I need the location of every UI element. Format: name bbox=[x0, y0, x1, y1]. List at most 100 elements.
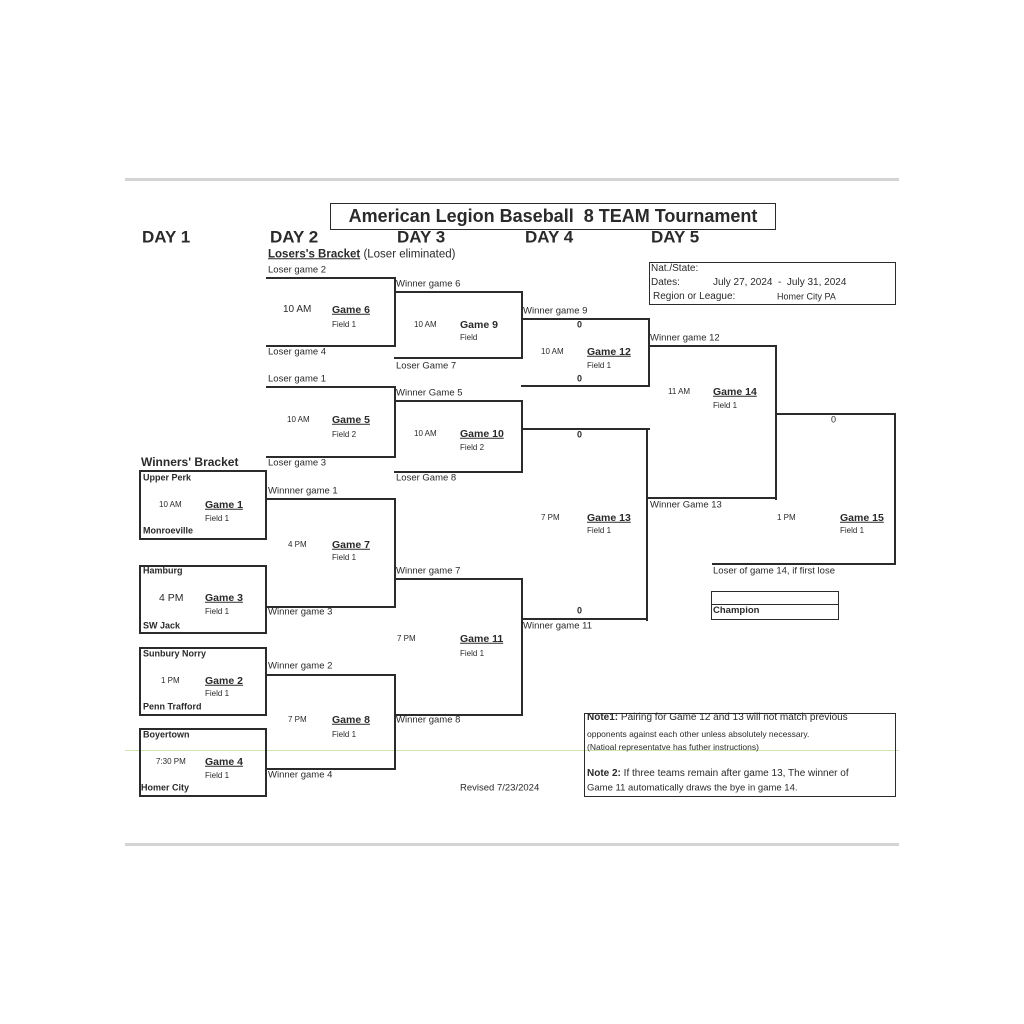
game-3-field: Field 1 bbox=[205, 607, 230, 616]
game-8-time: 7 PM bbox=[288, 715, 307, 724]
game-13-label: Game 13 bbox=[587, 511, 631, 524]
game-14-bottom-line bbox=[648, 497, 777, 499]
team-sunbury-norry: Sunbury Norry bbox=[143, 648, 207, 659]
game-8-bottom-line bbox=[266, 768, 396, 770]
game-2-time: 1 PM bbox=[161, 676, 180, 685]
losers-bracket-title: Losers's Bracket bbox=[268, 248, 361, 261]
page-bottom-edge bbox=[125, 843, 899, 846]
losers-bracket-subtitle: (Loser eliminated) bbox=[363, 248, 456, 261]
game-2-label: Game 2 bbox=[205, 674, 243, 687]
day-1: DAY 1 bbox=[142, 227, 191, 247]
game-7-time: 4 PM bbox=[288, 540, 307, 549]
page-title: American Legion Baseball 8 TEAM Tourname… bbox=[348, 206, 758, 226]
game-1-time: 10 AM bbox=[159, 500, 182, 509]
game-1-label: Game 1 bbox=[205, 498, 243, 511]
game-11-label: Game 11 bbox=[460, 632, 504, 645]
note-2-line-1: Note 2: If three teams remain after game… bbox=[587, 769, 849, 779]
note-2-line-2: Game 11 automatically draws the bye in g… bbox=[587, 782, 798, 794]
notes-box bbox=[584, 713, 896, 797]
game-10-top-slot: Winner Game 5 bbox=[396, 387, 463, 399]
dates-value: July 27, 2024 - July 31, 2024 bbox=[713, 277, 847, 288]
losers-bracket-heading: Losers's Bracket (Loser eliminated) bbox=[268, 249, 455, 261]
game-4-label: Game 4 bbox=[205, 755, 243, 768]
game-6-bottom-line bbox=[266, 345, 396, 347]
game-15-field: Field 1 bbox=[840, 526, 865, 535]
team-sw-jack: SW Jack bbox=[143, 620, 181, 631]
game-11-bottom-slot: Winner game 8 bbox=[396, 714, 461, 726]
game-9-top-slot: Winner game 6 bbox=[396, 278, 461, 290]
champion-label: Champion bbox=[713, 605, 760, 616]
game-7-bottom-slot: Winner game 3 bbox=[268, 606, 333, 618]
game-8-right-line bbox=[394, 674, 396, 770]
game-15-bottom-slot: Loser of game 14, if first lose bbox=[713, 565, 835, 577]
day-3: DAY 3 bbox=[397, 227, 446, 247]
game-13-bottom-line bbox=[521, 618, 648, 620]
game-11-top-line bbox=[394, 578, 523, 580]
game-6-label: Game 6 bbox=[332, 303, 370, 316]
region-value: Homer City PA bbox=[777, 291, 836, 302]
game-8-top-slot: Winner game 2 bbox=[268, 660, 333, 672]
game-13-field: Field 1 bbox=[587, 526, 612, 535]
game-10-field: Field 2 bbox=[460, 443, 485, 452]
game-14-top-slot: Winner game 12 bbox=[650, 332, 720, 344]
nat-state-label: Nat./State: bbox=[651, 263, 699, 274]
day-5: DAY 5 bbox=[651, 227, 700, 247]
game-10-top-line bbox=[394, 400, 523, 402]
game-5-top-line bbox=[266, 386, 396, 388]
game-11-right-line bbox=[521, 578, 523, 716]
page-top-edge bbox=[125, 178, 899, 181]
game-14-bottom-slot: Winner Game 13 bbox=[650, 499, 722, 511]
game-5-right-line bbox=[394, 386, 396, 458]
game-13-right-line bbox=[646, 428, 648, 621]
game-14-time: 11 AM bbox=[668, 387, 691, 396]
game-12-right-line bbox=[648, 318, 650, 387]
revised-date: Revised 7/23/2024 bbox=[460, 782, 540, 794]
game-10-bottom-line bbox=[394, 471, 523, 473]
game-7-field: Field 1 bbox=[332, 553, 357, 562]
game-7-top-line bbox=[266, 498, 396, 500]
game-12-score-bottom: 0 bbox=[577, 373, 583, 384]
game-13-top-line bbox=[521, 428, 650, 430]
team-penn-trafford: Penn Trafford bbox=[143, 701, 202, 712]
game-12-top-slot: Winner game 9 bbox=[523, 305, 588, 317]
game-6-right-line bbox=[394, 277, 396, 347]
note-1-label: Note1: bbox=[587, 712, 619, 723]
game-12-score-top: 0 bbox=[577, 319, 583, 330]
game-14-label: Game 14 bbox=[713, 385, 757, 398]
game-9-bottom-slot: Loser Game 7 bbox=[396, 360, 457, 372]
note-2-text: If three teams remain after game 13, The… bbox=[620, 768, 849, 779]
game-5-top-slot: Loser game 1 bbox=[268, 373, 327, 385]
game-6-top-slot: Loser game 2 bbox=[268, 264, 327, 276]
team-boyertown: Boyertown bbox=[143, 729, 190, 740]
game-2-box bbox=[139, 647, 267, 716]
game-5-time: 10 AM bbox=[287, 415, 310, 424]
game-12-label: Game 12 bbox=[587, 345, 631, 358]
game-13-bottom-slot: Winner game 11 bbox=[523, 620, 592, 632]
game-11-bottom-line bbox=[394, 714, 523, 716]
game-11-top-slot: Winner game 7 bbox=[396, 565, 461, 577]
title-box: American Legion Baseball 8 TEAM Tourname… bbox=[330, 203, 776, 230]
note-1-line-3: (Natioal representatve has futher instru… bbox=[587, 741, 759, 752]
team-upper-perk: Upper Perk bbox=[143, 472, 192, 483]
day-2: DAY 2 bbox=[270, 227, 319, 247]
game-10-right-line bbox=[521, 400, 523, 473]
game-2-field: Field 1 bbox=[205, 689, 230, 698]
game-15-time: 1 PM bbox=[777, 513, 796, 522]
game-1-box bbox=[139, 470, 267, 540]
game-8-bottom-slot: Winner game 4 bbox=[268, 769, 333, 781]
game-9-top-line bbox=[394, 291, 523, 293]
team-hamburg: Hamburg bbox=[143, 565, 183, 576]
game-14-right-line bbox=[775, 345, 777, 500]
champion-box: Champion bbox=[711, 591, 839, 620]
game-12-field: Field 1 bbox=[587, 361, 612, 370]
game-12-time: 10 AM bbox=[541, 347, 564, 356]
game-15-label: Game 15 bbox=[840, 511, 884, 524]
game-6-top-line bbox=[266, 277, 396, 279]
game-6-time: 10 AM bbox=[283, 304, 312, 315]
game-13-score-top: 0 bbox=[577, 429, 583, 440]
info-box bbox=[649, 262, 896, 305]
game-9-bottom-line bbox=[394, 357, 523, 359]
game-3-label: Game 3 bbox=[205, 591, 243, 604]
game-9-right-line bbox=[521, 291, 523, 359]
game-6-bottom-slot: Loser game 4 bbox=[268, 346, 327, 358]
